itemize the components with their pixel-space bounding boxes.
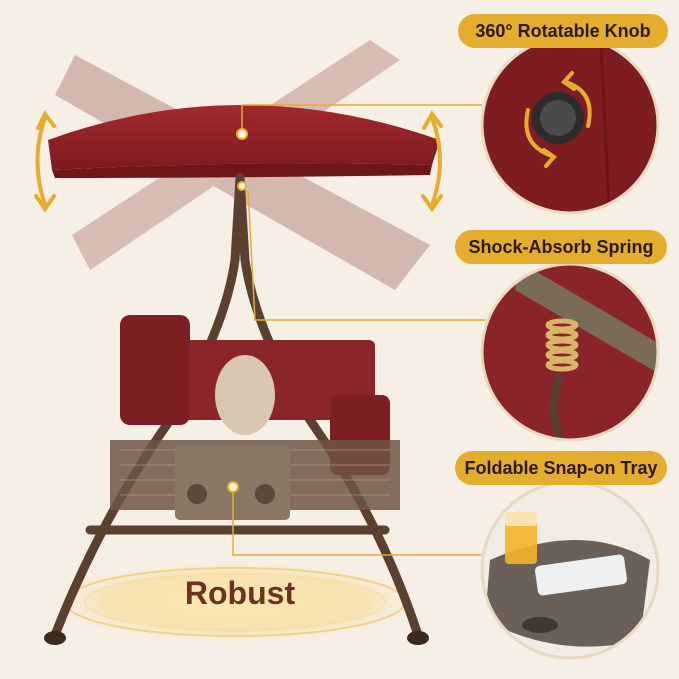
double-arrow-icon [34, 110, 443, 213]
callout-lines [232, 104, 500, 556]
callout-dots [227, 128, 248, 493]
swing-seat [110, 315, 400, 510]
knob-feature-label: 360° Rotatable Knob [458, 14, 668, 48]
tray-feature-label: Foldable Snap-on Tray [455, 451, 667, 485]
spring-feature-label: Shock-Absorb Spring [455, 230, 667, 264]
rotate-arrow-icon [524, 71, 592, 168]
swing-frame-feet [44, 631, 429, 645]
knob-detail [480, 35, 660, 215]
tray-detail [480, 480, 660, 660]
spring-detail [480, 262, 660, 442]
robust-label: Robust [184, 575, 296, 611]
